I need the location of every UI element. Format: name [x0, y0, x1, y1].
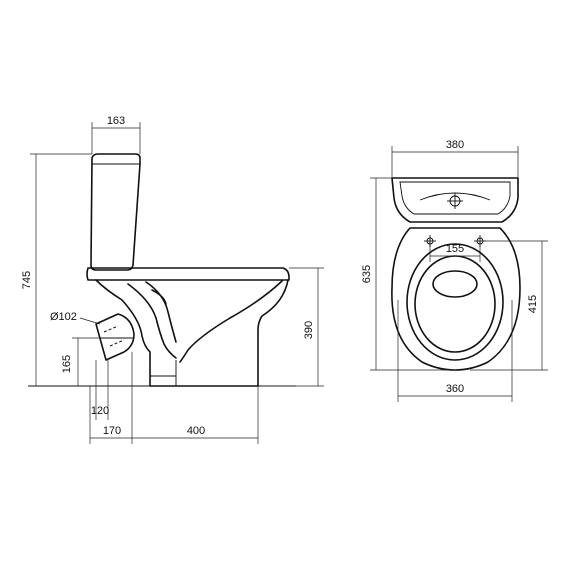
- outlet-hidden-line: [103, 325, 125, 347]
- top-view: [391, 177, 521, 371]
- cistern-top-inner: [399, 181, 511, 215]
- dim-fixing-spacing: 155: [446, 243, 464, 255]
- trap-weir: [151, 289, 167, 305]
- cistern-outline: [90, 153, 141, 271]
- trap-inner-right: [145, 281, 177, 343]
- side-dimensions: 163 745 Ø102 165 120 170 400 390: [21, 115, 324, 444]
- bowl-top-outline: [391, 227, 521, 371]
- top-dimensions: 380 635 155 415 360: [361, 139, 548, 402]
- base-recess: [149, 352, 177, 386]
- bowl-opening: [432, 270, 478, 298]
- dim-outlet-offset: 120: [91, 405, 109, 417]
- cistern-top: [391, 177, 519, 223]
- dim-seat-height: 390: [303, 321, 315, 339]
- dim-outlet-to-wall: 170: [103, 425, 121, 437]
- seat-outline: [86, 267, 290, 281]
- dim-total-height: 745: [21, 271, 33, 289]
- trap-inner-left: [127, 283, 177, 359]
- dim-outlet-diameter: Ø102: [50, 311, 77, 323]
- dim-overall-width: 380: [446, 139, 464, 151]
- seat-ring: [406, 243, 504, 361]
- dim-bowl-depth-top: 415: [527, 295, 539, 313]
- bowl-inner-wall: [179, 280, 283, 363]
- dim-base-width: 360: [446, 383, 464, 395]
- bowl-body: [95, 279, 289, 387]
- dim-bowl-length: 400: [187, 425, 205, 437]
- flush-button-icon: [447, 193, 463, 209]
- outlet-horn: [95, 313, 135, 361]
- dim-tank-depth: 163: [107, 115, 125, 127]
- side-view: [28, 153, 296, 387]
- dim-outlet-height: 165: [61, 355, 73, 373]
- dim-top-view-length: 635: [361, 265, 373, 283]
